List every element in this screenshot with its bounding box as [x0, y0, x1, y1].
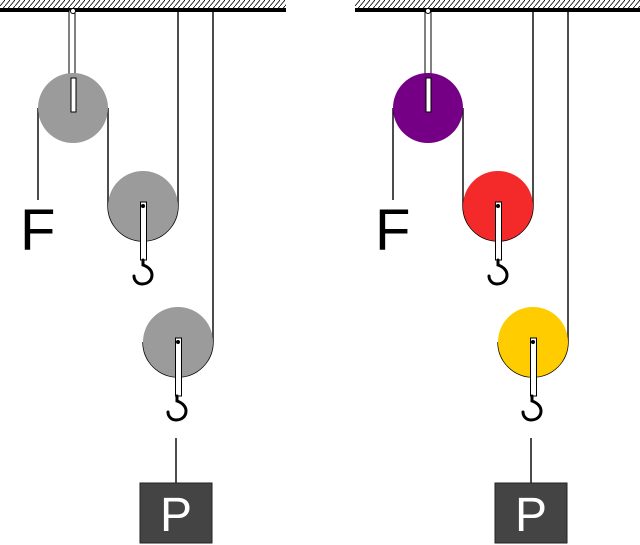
pulley-movable-upper-left	[108, 171, 178, 286]
pulley-axle	[425, 77, 432, 113]
force-label-right: F	[375, 198, 410, 263]
pulley-system-left: F P	[0, 0, 286, 544]
ceiling-beam	[355, 8, 640, 12]
ceiling-left	[0, 0, 286, 12]
weight-label-left: P	[160, 489, 192, 542]
pulley-movable-upper-right	[463, 171, 533, 286]
weight-box-left: P	[139, 482, 213, 544]
hook-icon	[166, 394, 188, 422]
weight-box-right: P	[494, 482, 568, 544]
ceiling-beam	[0, 8, 286, 12]
pulley-fixed-left	[38, 8, 108, 143]
pulley-axle	[70, 77, 77, 113]
pulley-movable-lower-right	[498, 307, 568, 422]
pulley-movable-lower-left	[143, 307, 213, 422]
force-label-left: F	[20, 198, 55, 263]
weight-label-right: P	[515, 489, 547, 542]
hook-icon	[487, 258, 509, 286]
pulley-fixed-right	[393, 8, 463, 143]
ceiling-right	[355, 0, 640, 12]
pulley-system-right: F P	[355, 0, 640, 544]
hook-icon	[132, 258, 154, 286]
hook-icon	[521, 394, 543, 422]
